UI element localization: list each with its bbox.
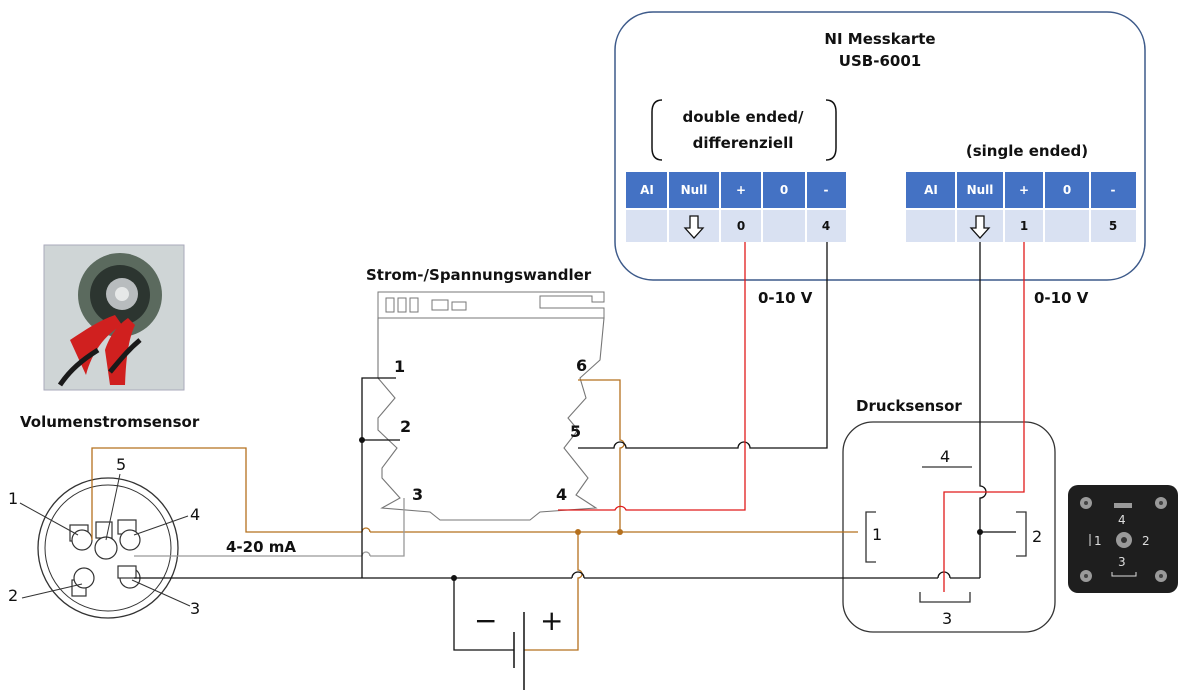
converter-housing: 1 2 3 4 5 6 <box>377 291 605 521</box>
down-arrow-icon <box>969 215 991 239</box>
converter-title: Strom-/Spannungswandler <box>366 266 592 284</box>
td-plus-value: 0 <box>737 219 745 233</box>
mode-right-label: (single ended) <box>966 142 1088 160</box>
wire-red-left <box>558 242 746 511</box>
th-minus: - <box>824 183 829 197</box>
th-zero: 0 <box>1063 183 1071 197</box>
ps-pin-2: 2 <box>1032 527 1042 546</box>
wire-black-terminal5 <box>578 242 828 449</box>
signal-current-label: 4-20 mA <box>226 538 296 556</box>
battery: − + <box>474 604 563 690</box>
ps-pin-3: 3 <box>942 609 952 628</box>
conv-terminal-3: 3 <box>412 485 423 504</box>
th-plus: + <box>1019 183 1029 197</box>
ni-card-model: USB-6001 <box>839 52 921 70</box>
mode-left-line2: differenziell <box>693 134 794 152</box>
conn-label-3: 3 <box>1118 555 1126 569</box>
bracket-right <box>825 99 837 161</box>
volume-sensor-drawing: 1 2 3 4 5 <box>8 455 200 619</box>
wire-brown-sensor <box>91 447 362 540</box>
ps-pin-1: 1 <box>872 525 882 544</box>
th-plus: + <box>736 183 746 197</box>
pressure-sensor-box <box>842 421 1056 633</box>
td-plus-value: 1 <box>1020 219 1028 233</box>
th-null: Null <box>967 183 994 197</box>
connector-photo: 4 1 2 3 <box>1068 485 1178 593</box>
ni-card: NI Messkarte USB-6001 double ended/ diff… <box>614 11 1146 281</box>
battery-plus-label: + <box>540 604 563 637</box>
converter-body <box>377 317 605 521</box>
td-minus-value: 5 <box>1109 219 1117 233</box>
pressure-sensor: 4 1 2 3 <box>842 421 1056 633</box>
vs-pin-label-2: 2 <box>8 586 18 605</box>
td-minus-value: 4 <box>822 219 830 233</box>
signal-voltage-left: 0-10 V <box>758 289 813 307</box>
vs-pin-label-1: 1 <box>8 489 18 508</box>
pin-5 <box>94 536 118 560</box>
vs-pin-label-5: 5 <box>116 455 126 474</box>
conn-label-4: 4 <box>1118 513 1126 527</box>
wire-red-right <box>943 242 1025 592</box>
table-header-bg <box>626 172 846 208</box>
vs-pin-label-4: 4 <box>190 505 200 524</box>
th-ai: AI <box>640 183 654 197</box>
conn-label-2: 2 <box>1142 534 1150 548</box>
volume-sensor-title: Volumenstromsensor <box>20 413 200 431</box>
th-minus: - <box>1111 183 1116 197</box>
conv-terminal-1: 1 <box>394 357 405 376</box>
bracket-left <box>651 99 663 161</box>
conv-terminal-2: 2 <box>400 417 411 436</box>
conn-label-1: 1 <box>1094 534 1102 548</box>
mode-left-line1: double ended/ <box>683 108 804 126</box>
signal-voltage-right: 0-10 V <box>1034 289 1089 307</box>
vs-pin-label-3: 3 <box>190 599 200 618</box>
pin-2 <box>73 567 95 589</box>
ai-table-differential: AI Null + 0 - 0 4 <box>626 172 846 242</box>
ps-pin-4: 4 <box>940 447 950 466</box>
junctions <box>359 437 983 581</box>
conv-terminal-6: 6 <box>576 356 587 375</box>
ai-table-single-ended: AI Null + 0 - 1 5 <box>906 172 1136 242</box>
wire-black-left <box>361 377 396 578</box>
th-zero: 0 <box>780 183 788 197</box>
table-row-bg <box>626 210 846 242</box>
pressure-sensor-title: Drucksensor <box>856 397 962 415</box>
th-null: Null <box>681 183 708 197</box>
volume-sensor-photo <box>43 244 185 391</box>
wires <box>91 242 1025 651</box>
pin-4 <box>119 529 141 551</box>
conv-terminal-4: 4 <box>556 485 567 504</box>
ni-card-title: NI Messkarte <box>824 30 935 48</box>
table-header-bg <box>906 172 1136 208</box>
th-ai: AI <box>924 183 938 197</box>
battery-minus-label: − <box>474 604 497 637</box>
down-arrow-icon <box>683 215 705 239</box>
table-row-bg <box>906 210 1136 242</box>
conv-terminal-5: 5 <box>570 422 581 441</box>
